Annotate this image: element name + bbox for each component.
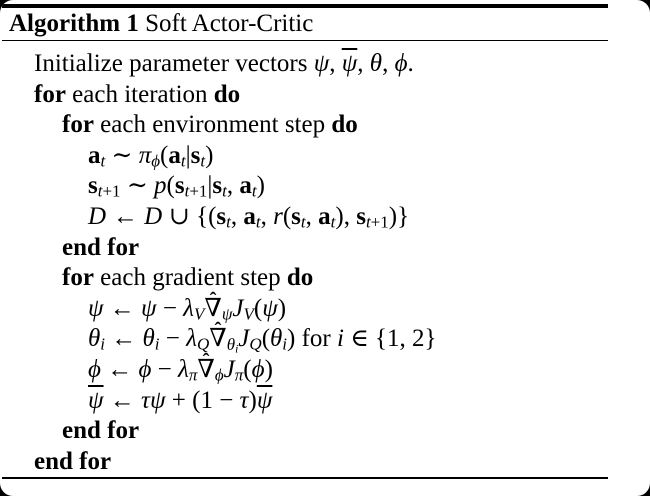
algorithm-line: end for [62,233,140,261]
algorithm-line: ψ ← τψ + (1 − τ)ψ [88,386,273,414]
algorithm-line: st+1 ∼ p(st+1|st, at) [88,172,265,202]
algorithm-line: for each iteration do [34,80,241,108]
algorithm-line: ψ ← ψ − λV∇ψJV(ψ) [0,294,650,325]
algorithm-line: θi ← θi − λQ∇θiJQ(θi) for i ∈ {1, 2} [0,324,650,355]
algorithm-label: Algorithm 1 [9,9,139,37]
algorithm-title: Soft Actor-Critic [145,9,314,37]
algorithm-line: end for [34,447,112,475]
header-rule [2,39,608,42]
bottom-rule [2,477,608,479]
algorithm-line: Initialize parameter vectors ψ, ψ, θ, ϕ. [34,50,414,78]
algorithm-line: D ← D ∪ {(st, at, r(st, at), st+1)} [88,203,410,232]
algorithm-line: at ∼ πϕ(at|st) [88,141,214,171]
algorithm-line: end for [62,417,140,445]
top-rule [2,4,608,8]
algorithm-body: Initialize parameter vectors ψ, ψ, θ, ϕ.… [0,41,650,477]
algorithm-header: Algorithm 1 Soft Actor-Critic [0,8,650,40]
algorithm-line: ϕ ← ϕ − λπ∇ϕJπ(ϕ) [0,355,650,386]
algorithm-line: for each environment step do [62,111,358,139]
algorithm-line: for each gradient step do [62,264,314,292]
